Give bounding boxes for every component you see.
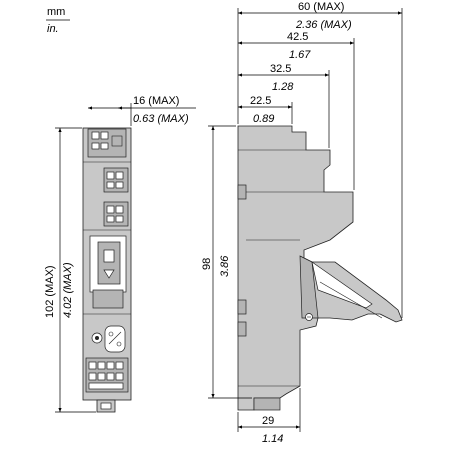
unit-inch: in. xyxy=(47,23,59,35)
side-dimension-42-5: 42.5 1.67 xyxy=(238,31,355,190)
side-width-2-mm: 42.5 xyxy=(287,31,308,43)
front-height-dimension: 102 (MAX) 4.02 (MAX) xyxy=(44,127,96,413)
front-height-in: 4.02 (MAX) xyxy=(62,262,74,318)
side-base-width-in: 1.14 xyxy=(262,433,283,445)
front-width-mm: 16 (MAX) xyxy=(133,95,179,107)
side-width-4-in: 0.89 xyxy=(253,113,274,125)
side-clip-upper xyxy=(237,184,247,200)
front-view xyxy=(82,127,132,413)
side-width-2-in: 1.67 xyxy=(289,49,311,61)
front-height-mm: 102 (MAX) xyxy=(44,265,56,318)
units-legend: mm in. xyxy=(46,6,70,35)
front-width-in: 0.63 (MAX) xyxy=(133,113,189,125)
side-width-4-mm: 22.5 xyxy=(250,95,271,107)
side-dimension-32-5: 32.5 1.28 xyxy=(238,63,330,148)
side-lever xyxy=(311,261,373,309)
side-overall-width-in: 2.36 (MAX) xyxy=(295,19,352,31)
side-clip-lower xyxy=(237,299,247,315)
side-dimension-60: 60 (MAX) 2.36 (MAX) xyxy=(237,1,403,318)
unit-mm: mm xyxy=(47,6,65,18)
front-screw-group-2 xyxy=(103,201,129,227)
side-height-mm: 98 xyxy=(201,258,213,270)
side-base-width-mm: 29 xyxy=(262,415,274,427)
front-width-dimension: 16 (MAX) 0.63 (MAX) xyxy=(88,95,196,126)
side-height-in: 3.86 xyxy=(219,255,231,277)
side-width-3-in: 1.28 xyxy=(272,81,294,93)
side-overall-width-mm: 60 (MAX) xyxy=(298,1,344,13)
side-view xyxy=(237,125,403,411)
front-screw-group-1 xyxy=(103,167,129,193)
side-width-3-mm: 32.5 xyxy=(270,63,291,75)
side-ejector xyxy=(299,255,319,319)
front-retaining-clip xyxy=(92,289,124,309)
side-dimension-22-5: 22.5 0.89 xyxy=(238,95,293,125)
side-din-foot xyxy=(253,397,281,411)
side-height-dimension: 98 3.86 xyxy=(201,125,252,399)
side-base-dimension: 29 1.14 xyxy=(237,388,301,445)
front-symbol xyxy=(104,325,126,353)
